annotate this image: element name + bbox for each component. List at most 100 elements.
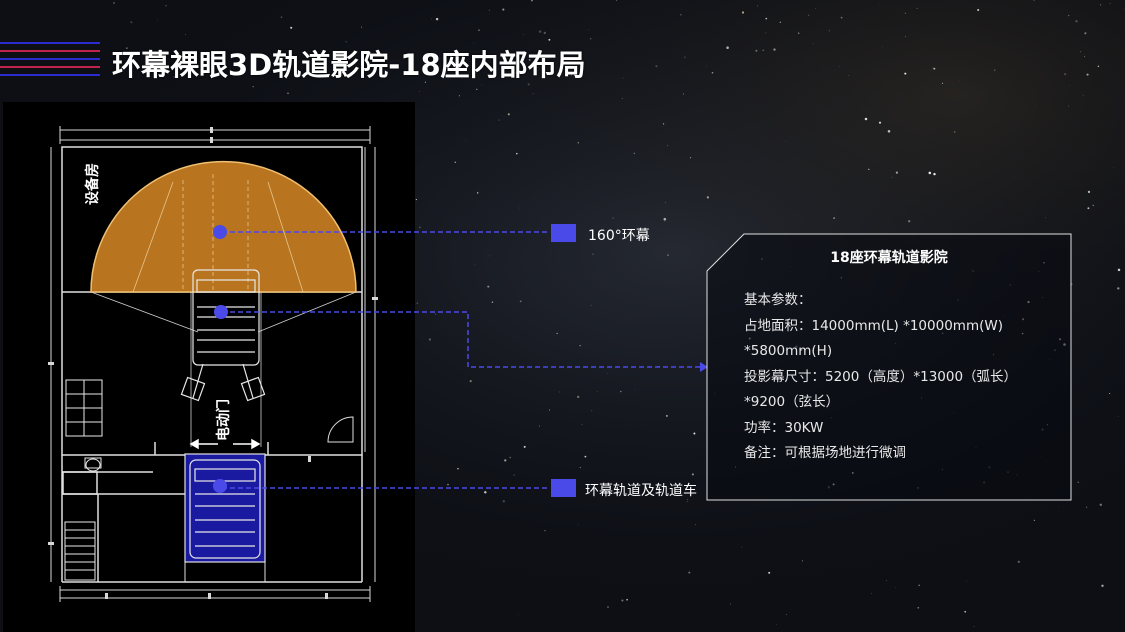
star	[741, 546, 743, 548]
star	[415, 199, 417, 201]
star	[633, 152, 636, 155]
star	[655, 65, 658, 68]
star	[1033, 0, 1035, 1]
star	[1092, 204, 1094, 207]
star	[1080, 51, 1082, 53]
star	[917, 606, 920, 609]
star	[419, 91, 421, 92]
star	[1117, 287, 1120, 290]
star	[591, 410, 593, 412]
star	[1075, 20, 1078, 23]
star	[848, 74, 850, 76]
star	[577, 395, 580, 399]
star	[686, 499, 688, 501]
star	[252, 86, 254, 88]
star	[741, 11, 745, 14]
star	[765, 32, 767, 34]
star	[130, 21, 133, 24]
star	[457, 468, 459, 470]
star	[682, 93, 685, 95]
specs-panel: 18座环幕轨道影院 基本参数： 占地面积：14000mm(L) *10000mm…	[706, 233, 1072, 501]
star	[773, 48, 776, 51]
star	[419, 226, 421, 229]
spec-line: 投影幕尺寸：5200（高度）*13000（弧长）	[744, 368, 1018, 385]
track-callout-label: 环幕轨道及轨道车	[585, 483, 697, 499]
star	[577, 524, 579, 526]
track-callout-marker	[551, 479, 576, 497]
star	[1087, 190, 1091, 194]
star	[1067, 14, 1070, 17]
star	[434, 313, 437, 315]
star	[1084, 55, 1086, 58]
star	[757, 5, 758, 7]
star	[509, 74, 512, 77]
star	[596, 391, 598, 392]
star	[933, 67, 936, 70]
star	[556, 332, 558, 335]
star	[579, 467, 581, 469]
star	[125, 47, 128, 50]
star	[165, 5, 167, 7]
star	[916, 8, 918, 9]
star	[1117, 416, 1119, 417]
star	[690, 157, 692, 159]
spec-line: *9200（弦长）	[744, 394, 840, 410]
specs-heading: 18座环幕轨道影院	[830, 250, 948, 266]
star	[658, 365, 660, 368]
star	[469, 379, 472, 383]
star	[487, 285, 490, 288]
star	[693, 432, 696, 435]
star	[1033, 519, 1036, 522]
star	[590, 304, 592, 306]
star	[1077, 481, 1079, 483]
star	[908, 220, 911, 223]
star	[544, 530, 546, 532]
star	[954, 131, 956, 133]
star	[185, 34, 186, 35]
star	[465, 139, 466, 141]
star	[886, 580, 887, 582]
star	[779, 21, 781, 23]
star	[581, 424, 583, 426]
star	[684, 56, 686, 58]
star	[538, 425, 541, 427]
star	[664, 220, 665, 222]
star	[156, 19, 158, 21]
star	[895, 171, 898, 174]
star	[706, 196, 710, 199]
star	[973, 626, 975, 627]
star	[905, 36, 906, 37]
star	[548, 38, 551, 41]
star	[592, 253, 594, 255]
curved-screen	[90, 160, 357, 293]
star	[607, 606, 609, 608]
star	[680, 14, 682, 16]
star	[959, 80, 961, 81]
star	[491, 301, 494, 303]
star	[113, 2, 115, 4]
star	[904, 72, 907, 75]
star	[416, 302, 418, 304]
star	[686, 501, 688, 503]
star	[1017, 560, 1020, 563]
star	[515, 72, 517, 74]
star	[812, 43, 814, 45]
star	[616, 492, 618, 495]
star	[1099, 4, 1102, 6]
storage-racks	[65, 379, 103, 437]
star	[802, 560, 803, 562]
star	[543, 31, 546, 35]
title-decor-line-3	[0, 58, 100, 60]
star	[473, 42, 475, 44]
restroom-fixture	[84, 457, 102, 472]
star	[431, 18, 433, 20]
star	[928, 171, 932, 175]
star	[538, 30, 542, 33]
star	[895, 587, 896, 588]
star	[1082, 94, 1084, 96]
ride-vehicle-lower	[189, 459, 261, 559]
star	[840, 16, 843, 19]
star	[695, 524, 697, 526]
star	[815, 8, 816, 9]
star	[918, 584, 920, 587]
